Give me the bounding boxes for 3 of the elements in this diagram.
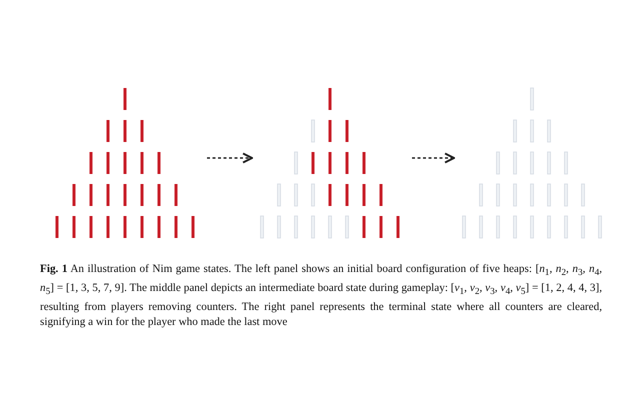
arrow — [207, 152, 253, 164]
arrow — [412, 152, 455, 164]
figure-caption: Fig. 1 An illustration of Nim game states. The left panel shows an initial board configuration of five heaps: [n$_{1}$, n$_{2}$, n$_{3}$, n$_{4}$, n$_{5}$] = [1, 3, 5, 7, 9]. The middle panel depicts an intermediate board state during gameplay: [v$_{1}$, v$_{2}$, v$_{3}$, v$_{4}$, v$_{5}$] = [1, 2, 4, 4, 3], resulting from players removing counters. The right panel represents the terminal state where all counters are cleared, signifying a win for the player who made the last move — [40, 262, 602, 330]
